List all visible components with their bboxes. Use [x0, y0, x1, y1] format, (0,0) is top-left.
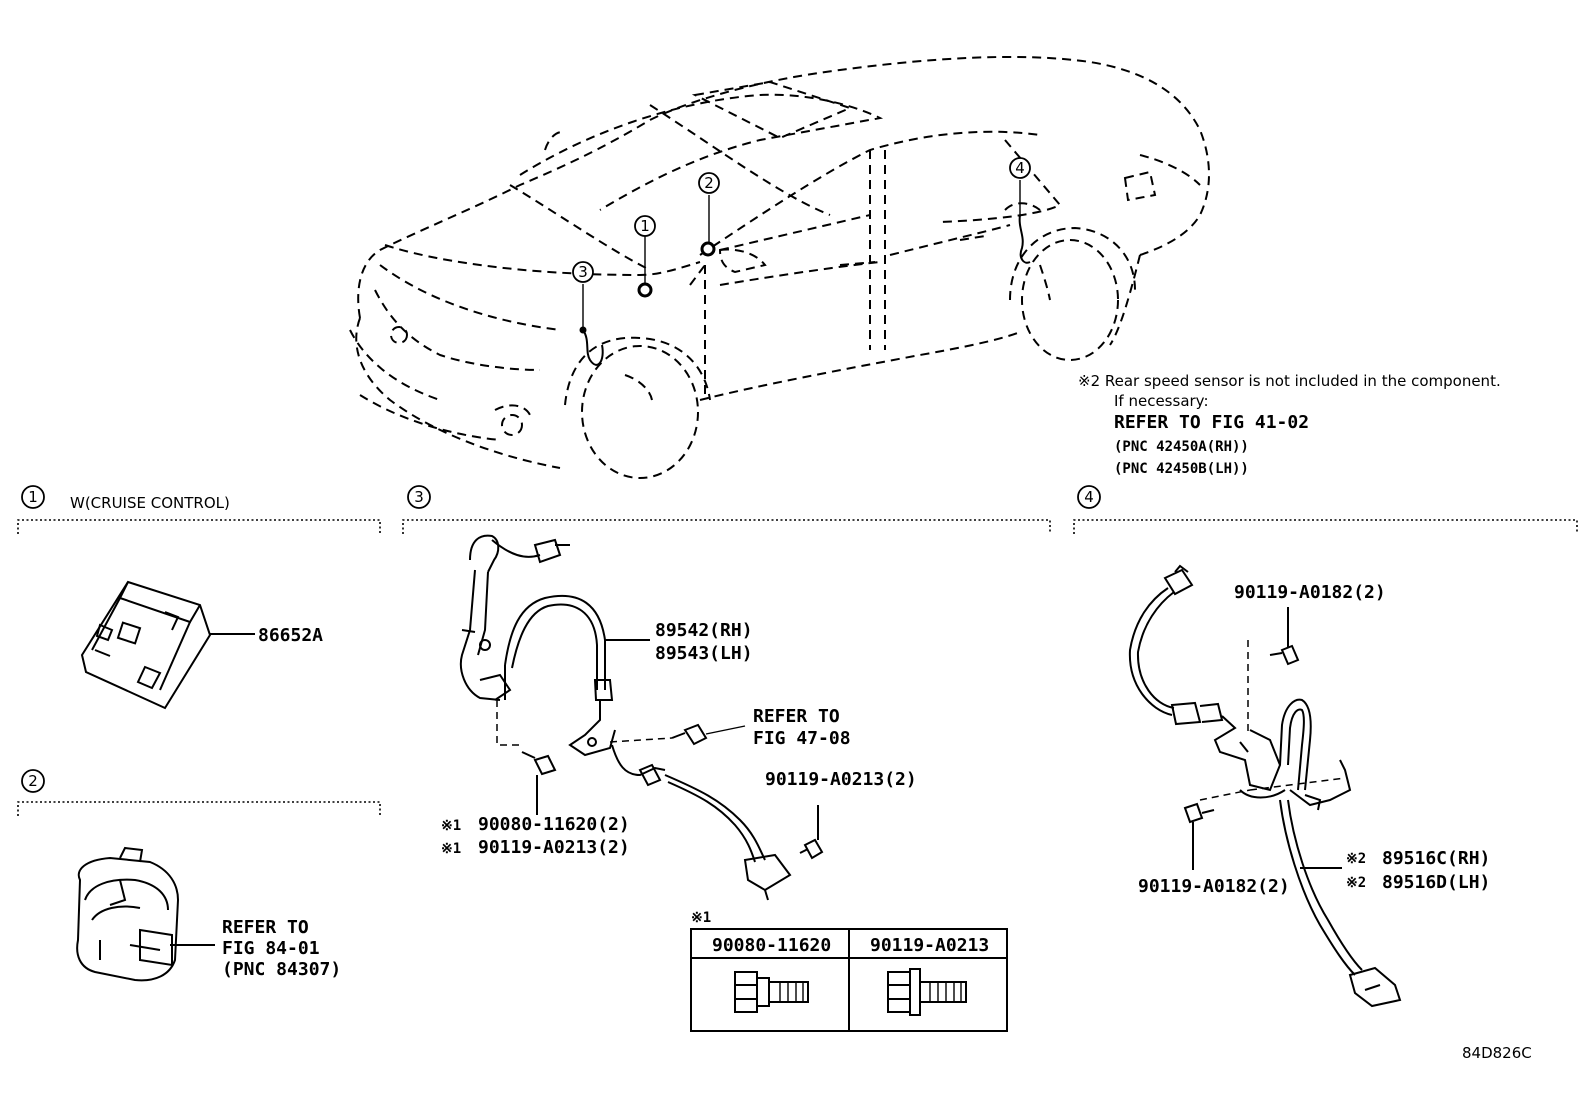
part-89543-lh: 89543(LH) [655, 643, 753, 664]
bolt-90080-11620: 90080-11620(2) [478, 814, 630, 835]
section-4-header: 4 [1073, 485, 1578, 534]
bolt-90119-A0213-right: 90119-A0213(2) [765, 769, 917, 790]
part-89516C-rh: 89516C(RH) [1382, 848, 1490, 869]
svg-text:3: 3 [414, 488, 424, 506]
note-line-3: REFER TO FIG 41-02 [1114, 412, 1309, 433]
rear-sensor-note: ※2 Rear speed sensor is not included in … [1078, 372, 1501, 477]
car-callout-2: 2 [698, 172, 720, 194]
cruise-control-module: 86652A [80, 580, 323, 710]
car-illustration [349, 55, 1210, 479]
bolt-table: ※1 90080-11620 90119-A0213 [690, 910, 1008, 1032]
svg-text:1: 1 [28, 488, 38, 506]
svg-text:4: 4 [1015, 159, 1025, 177]
part-89542-rh: 89542(RH) [655, 620, 753, 641]
bolt-90119-A0213-icon [887, 968, 967, 1016]
section-1-title: W(CRUISE CONTROL) [70, 494, 230, 512]
mark-2-b: ※2 [1346, 875, 1366, 891]
refer-47-08-line-1: REFER TO [753, 706, 840, 727]
note-line-4: (PNC 42450A(RH)) [1114, 439, 1249, 455]
bolt-90119-A0213-left: 90119-A0213(2) [478, 837, 630, 858]
bolt-table-mark: ※1 [691, 910, 711, 926]
car-callout-4: 4 [1009, 157, 1031, 179]
bolt-90080-11620-icon [734, 971, 809, 1013]
note-line-5: (PNC 42450B(LH)) [1114, 461, 1249, 477]
spiral-cable: REFER TO FIG 84-01 (PNC 84307) [76, 846, 341, 982]
bolt-90119-A0182-top: 90119-A0182(2) [1234, 582, 1386, 603]
figure-code: 84D826C [1462, 1044, 1532, 1062]
mark-1-b: ※1 [441, 841, 461, 857]
mark-2-a: ※2 [1346, 851, 1366, 867]
svg-text:3: 3 [578, 263, 588, 281]
svg-text:1: 1 [640, 217, 650, 235]
svg-text:2: 2 [704, 174, 714, 192]
part-89516D-lh: 89516D(LH) [1382, 872, 1490, 893]
front-speed-sensor: 89542(RH) 89543(LH) REFER TO FIG 47-08 9… [441, 534, 917, 901]
svg-text:4: 4 [1084, 488, 1094, 506]
note-line-2: If necessary: [1114, 392, 1209, 410]
spiral-refer-line-1: REFER TO [222, 917, 309, 938]
bolt-table-col-1: 90080-11620 [712, 935, 831, 956]
rear-sensor-harness: 90119-A0182(2) 90119-A0182(2) ※2 89516C(… [1128, 564, 1490, 1008]
refer-47-08-line-2: FIG 47-08 [753, 728, 851, 749]
spiral-refer-line-2: FIG 84-01 [222, 938, 320, 959]
bolt-90119-A0182-bottom: 90119-A0182(2) [1138, 876, 1290, 897]
bolt-table-col-2: 90119-A0213 [870, 935, 989, 956]
car-callout-3: 3 [572, 261, 594, 283]
part-86652A: 86652A [258, 625, 323, 646]
svg-text:2: 2 [28, 772, 38, 790]
note-line-1: ※2 Rear speed sensor is not included in … [1078, 372, 1501, 390]
car-callout-1: 1 [634, 215, 656, 237]
section-3-header: 3 [402, 485, 1051, 534]
mark-1-a: ※1 [441, 818, 461, 834]
spiral-refer-line-3: (PNC 84307) [222, 959, 341, 980]
section-2-header: 2 [17, 769, 381, 816]
section-1-header: 1 W(CRUISE CONTROL) [17, 485, 381, 534]
car-callouts: 1 2 3 4 [572, 157, 1031, 328]
